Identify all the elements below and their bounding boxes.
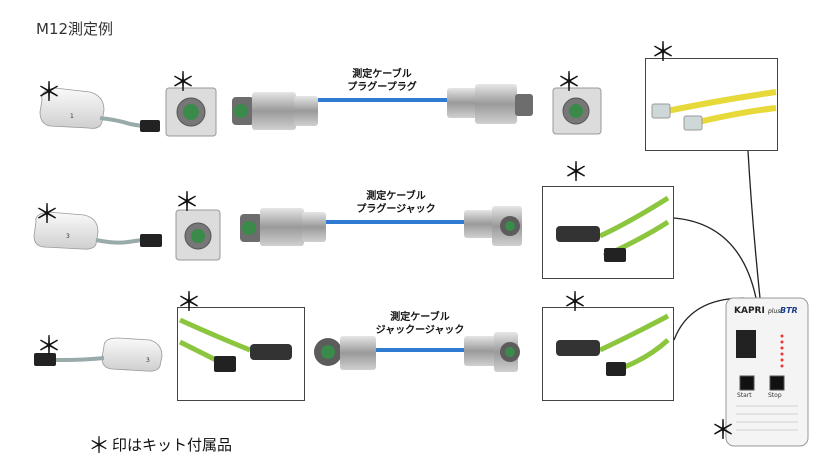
m12-jack-row3-left xyxy=(314,336,376,370)
svg-text:1: 1 xyxy=(70,113,74,120)
kit-star-adapter-2: ＊ xyxy=(34,200,61,230)
panel-jack-1b xyxy=(552,87,602,135)
kit-footnote: ＊印はキット付属品 xyxy=(88,428,232,460)
kit-star-adapter-1: ＊ xyxy=(36,78,63,108)
cable-label-row1: 測定ケーブル プラグープラグ xyxy=(312,68,452,94)
kit-star-green-row3-left: ＊ xyxy=(176,288,203,318)
tester-brand-suffix: plus xyxy=(767,308,781,315)
svg-text:3: 3 xyxy=(66,233,70,240)
kit-star-green-row2: ＊ xyxy=(563,158,590,188)
m12-jack-row2 xyxy=(464,206,522,246)
kit-star-yellow-cables: ＊ xyxy=(650,38,677,68)
m12-plug-row1-right xyxy=(447,84,533,124)
yellow-cables xyxy=(651,89,777,131)
cable-label-row2-top: 測定ケーブル xyxy=(366,191,426,202)
kit-star-panel-jack-1: ＊ xyxy=(170,68,197,98)
m12-plug-row1-left xyxy=(232,92,318,130)
adapter-2: 3 xyxy=(33,211,162,250)
kit-star-panel-jack-1b: ＊ xyxy=(556,68,583,98)
diagram-title: M12測定例 xyxy=(36,20,114,38)
cable-label-row2: 測定ケーブル プラグージャック xyxy=(326,190,466,216)
adapter-1: 1 xyxy=(39,87,160,132)
tester-brand-name: KAPRI xyxy=(734,306,765,316)
tester-logo: BTR xyxy=(780,306,798,315)
cable-label-row3-bottom: ジャックージャック xyxy=(375,325,465,336)
wire-row2 xyxy=(673,217,757,299)
cable-label-row2-bottom: プラグージャック xyxy=(356,204,436,215)
green-cable-row3-left-frame xyxy=(178,317,292,372)
cable-label-row1-bottom: プラグープラグ xyxy=(347,82,417,93)
footnote-star: ＊ xyxy=(88,434,111,459)
kit-star-green-row3-right: ＊ xyxy=(562,288,589,318)
m12-jack-row3-right xyxy=(464,332,520,372)
panel-jack-2 xyxy=(175,209,221,261)
kit-star-tester: ＊ xyxy=(710,416,737,446)
tester-brand: KAPRI plus xyxy=(734,306,780,316)
cable-label-row3: 測定ケーブル ジャックージャック xyxy=(350,311,490,337)
cable-label-row3-top: 測定ケーブル xyxy=(390,312,450,323)
footnote-text: 印はキット付属品 xyxy=(112,436,233,454)
adapter-3: 3 xyxy=(34,337,163,372)
kit-star-adapter-3: ＊ xyxy=(36,332,63,362)
cable-label-row1-top: 測定ケーブル xyxy=(352,69,412,80)
tester-stop-label: Stop xyxy=(768,392,782,399)
wire-top xyxy=(747,150,761,299)
kapri-tester xyxy=(725,297,809,447)
green-cable-row3-right-frame xyxy=(556,313,670,376)
m12-plug-row2-left xyxy=(240,208,326,246)
green-cable-row2-frame xyxy=(556,195,670,262)
svg-text:3: 3 xyxy=(146,357,150,364)
panel-jack-1 xyxy=(165,87,217,137)
tester-start-label: Start xyxy=(737,392,752,399)
kit-star-panel-jack-2: ＊ xyxy=(174,188,201,218)
